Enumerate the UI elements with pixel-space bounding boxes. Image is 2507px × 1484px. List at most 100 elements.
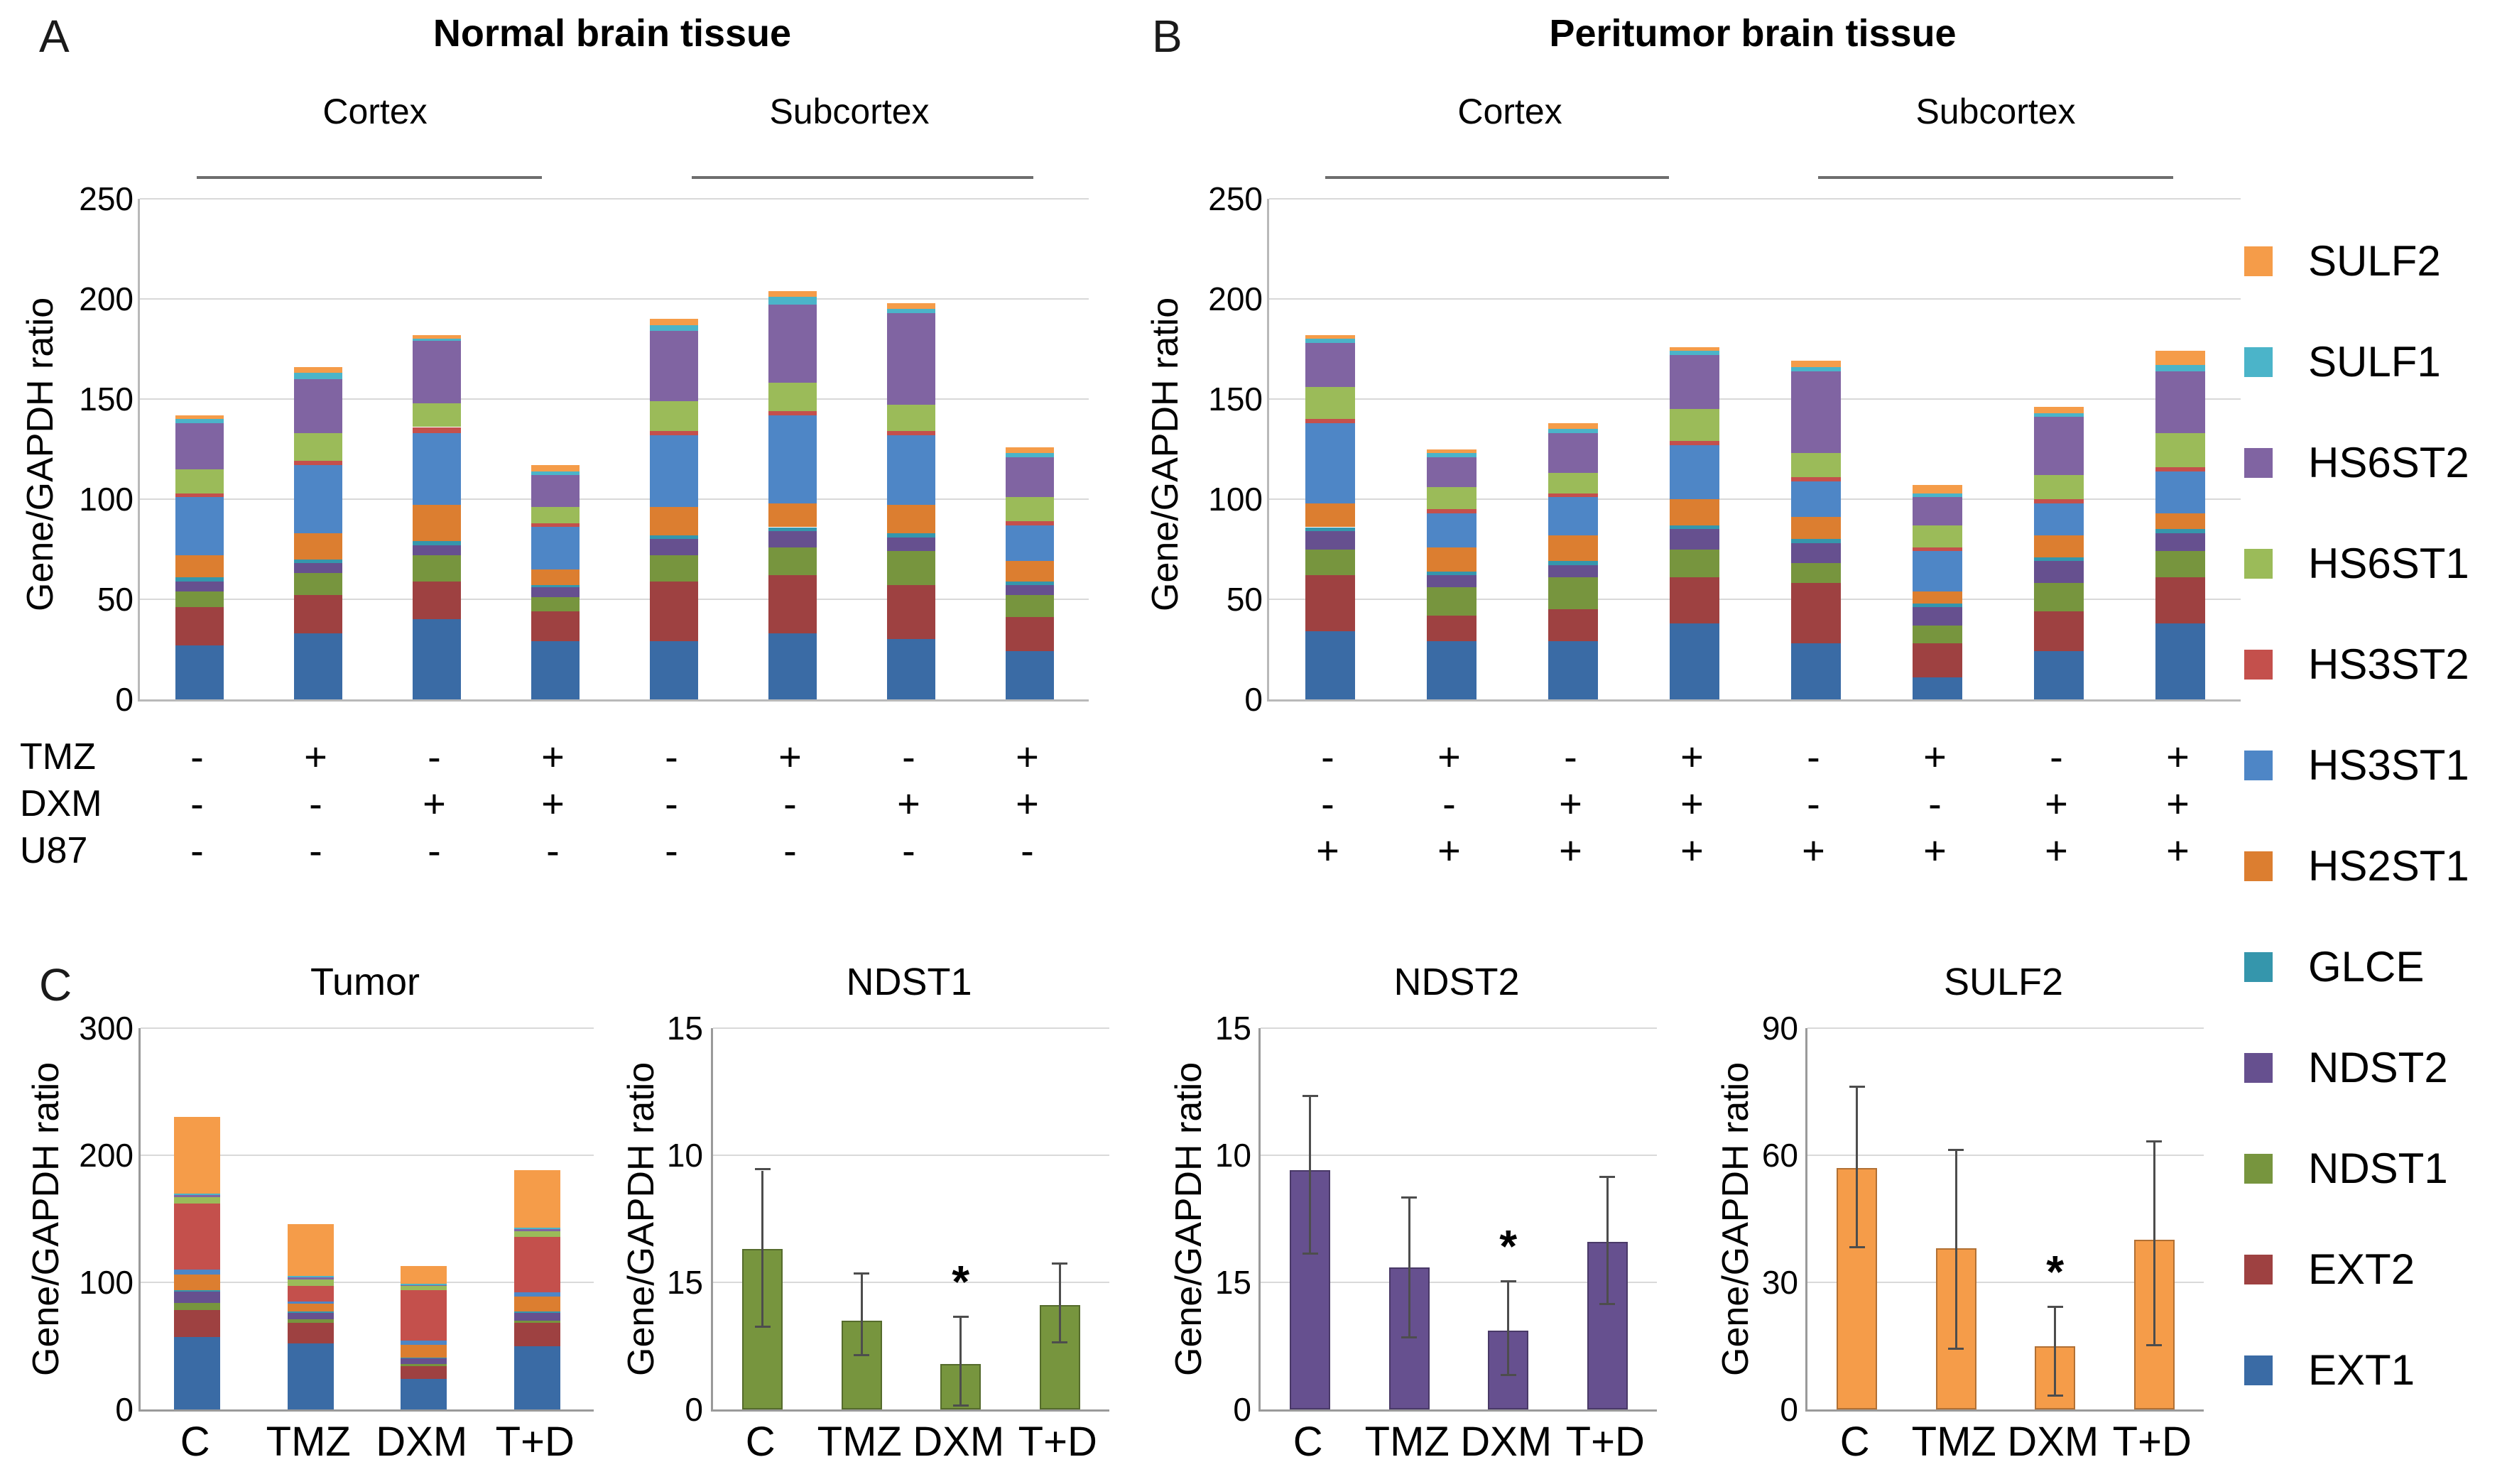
bar-segment-glce xyxy=(1426,571,1477,576)
gridline xyxy=(713,1027,1109,1029)
legend-label-ext1: EXT1 xyxy=(2308,1346,2415,1394)
bar-segment-hs3st1 xyxy=(287,1301,334,1304)
ndst2-swatch-icon xyxy=(2244,1053,2273,1083)
x-category-label: DXM xyxy=(913,1419,1005,1465)
bar-segment-glce xyxy=(649,535,698,540)
error-bar-cap-bottom xyxy=(1052,1341,1068,1343)
error-bar-line xyxy=(1954,1151,1957,1351)
condition-symbol: + xyxy=(1437,734,1461,779)
bar-segment-hs6st2 xyxy=(401,1284,447,1287)
bar-segment-ndst1 xyxy=(1790,563,1841,584)
condition-symbol: + xyxy=(1016,781,1039,826)
panel-b-letter: B xyxy=(1152,11,1182,62)
bar-segment-ndst1 xyxy=(886,551,935,586)
error-bar-line xyxy=(1507,1282,1510,1377)
y-tick-label: 100 xyxy=(79,1264,134,1301)
error-bar-line xyxy=(959,1318,962,1407)
bar-segment-sulf1 xyxy=(287,1276,334,1277)
bar-segment-hs3st1 xyxy=(293,465,342,533)
condition-symbol: - xyxy=(428,734,441,779)
bar-segment-ndst1 xyxy=(1548,577,1598,610)
bar-segment-sulf2 xyxy=(768,290,817,298)
bar-segment-hs6st1 xyxy=(1305,387,1355,420)
condition-symbol: + xyxy=(1802,828,1825,873)
bar-segment-hs3st2 xyxy=(287,1286,334,1302)
bar-segment-ext2 xyxy=(513,1323,560,1346)
bar-segment-hs3st1 xyxy=(886,435,935,506)
condition-symbol: + xyxy=(778,734,802,779)
bar-segment-ndst2 xyxy=(768,531,817,547)
error-bar-cap-top xyxy=(754,1168,771,1171)
bar-segment-glce xyxy=(1548,561,1598,566)
x-category-label: TMZ xyxy=(817,1419,902,1465)
bar-segment-sulf2 xyxy=(1912,485,1962,493)
bar-segment-ext2 xyxy=(175,607,224,645)
x-category-label: T+D xyxy=(495,1419,575,1465)
gridline xyxy=(1807,1155,2204,1156)
bar-segment-ndst1 xyxy=(1005,595,1054,618)
bar-segment-sulf2 xyxy=(531,465,580,471)
bar-segment-ext2 xyxy=(2155,577,2205,623)
bar-segment-ext1 xyxy=(174,1336,221,1409)
x-category-label: T+D xyxy=(2112,1419,2192,1465)
bar-segment-glce xyxy=(401,1357,447,1359)
bar-segment-hs3st1 xyxy=(1790,481,1841,518)
bar-segment-ndst2 xyxy=(1669,529,1719,550)
bar-segment-ndst2 xyxy=(401,1358,447,1364)
bar-segment-hs2st1 xyxy=(531,569,580,586)
bar-segment-hs2st1 xyxy=(1005,561,1054,582)
condition-symbol: + xyxy=(2166,828,2190,873)
bar-segment-sulf2 xyxy=(412,334,461,339)
bar-segment-glce xyxy=(412,541,461,545)
bar-segment-ndst1 xyxy=(174,1302,221,1311)
condition-symbol: + xyxy=(1316,828,1339,873)
ext2-swatch-icon xyxy=(2244,1255,2273,1284)
condition-symbol: - xyxy=(1564,734,1577,779)
condition-symbol: + xyxy=(423,781,446,826)
error-bar-line xyxy=(1606,1178,1609,1306)
gridline xyxy=(141,1282,594,1283)
bar-segment-glce xyxy=(1305,527,1355,532)
bar-segment-hs2st1 xyxy=(1548,535,1598,562)
bar-segment-hs6st2 xyxy=(1548,432,1598,474)
bar-segment-sulf1 xyxy=(886,309,935,313)
gridline xyxy=(1269,498,2241,500)
condition-symbol: - xyxy=(1321,734,1334,779)
bar-segment-hs2st1 xyxy=(1305,503,1355,528)
bar-segment-hs3st1 xyxy=(649,435,698,508)
bar-segment-sulf1 xyxy=(1426,453,1477,457)
bar-segment-ext1 xyxy=(1426,641,1477,699)
ndst2-title: NDST2 xyxy=(1393,961,1520,1003)
bar-segment-ndst2 xyxy=(287,1312,334,1319)
error-bar-line xyxy=(761,1170,764,1328)
bar-segment-hs3st2 xyxy=(2033,499,2084,503)
ndst1-title: NDST1 xyxy=(846,961,972,1003)
condition-symbol: + xyxy=(1016,734,1039,779)
bar-segment-hs2st1 xyxy=(1426,547,1477,572)
y-tick-label: 30 xyxy=(1761,1264,1798,1301)
y-tick-label: 15 xyxy=(666,1010,703,1047)
bar-segment-hs3st1 xyxy=(401,1341,447,1345)
bar-segment-glce xyxy=(1912,603,1962,608)
bar-segment-ext2 xyxy=(1426,615,1477,642)
panel-b-condition-grid: -+-+-+-+--++--++++++++++ xyxy=(1267,734,2239,875)
bar-segment-hs3st2 xyxy=(293,461,342,466)
bar-segment-hs6st1 xyxy=(1548,473,1598,493)
bar-segment-hs3st2 xyxy=(1426,509,1477,513)
bar-segment-hs6st2 xyxy=(1426,457,1477,488)
condition-symbol: - xyxy=(902,734,915,779)
bar-segment-ext1 xyxy=(293,633,342,699)
bar-segment-sulf1 xyxy=(1669,351,1719,355)
error-bar-line xyxy=(1058,1264,1061,1343)
bar-segment-ndst2 xyxy=(1790,543,1841,564)
bar-segment-hs3st2 xyxy=(2155,467,2205,471)
panel-a-plot xyxy=(138,198,1089,702)
bar-segment-hs3st2 xyxy=(513,1236,560,1293)
panel-a-cortex-line xyxy=(197,176,542,179)
bar-segment-ndst2 xyxy=(293,563,342,574)
bar-segment-hs3st1 xyxy=(768,415,817,503)
